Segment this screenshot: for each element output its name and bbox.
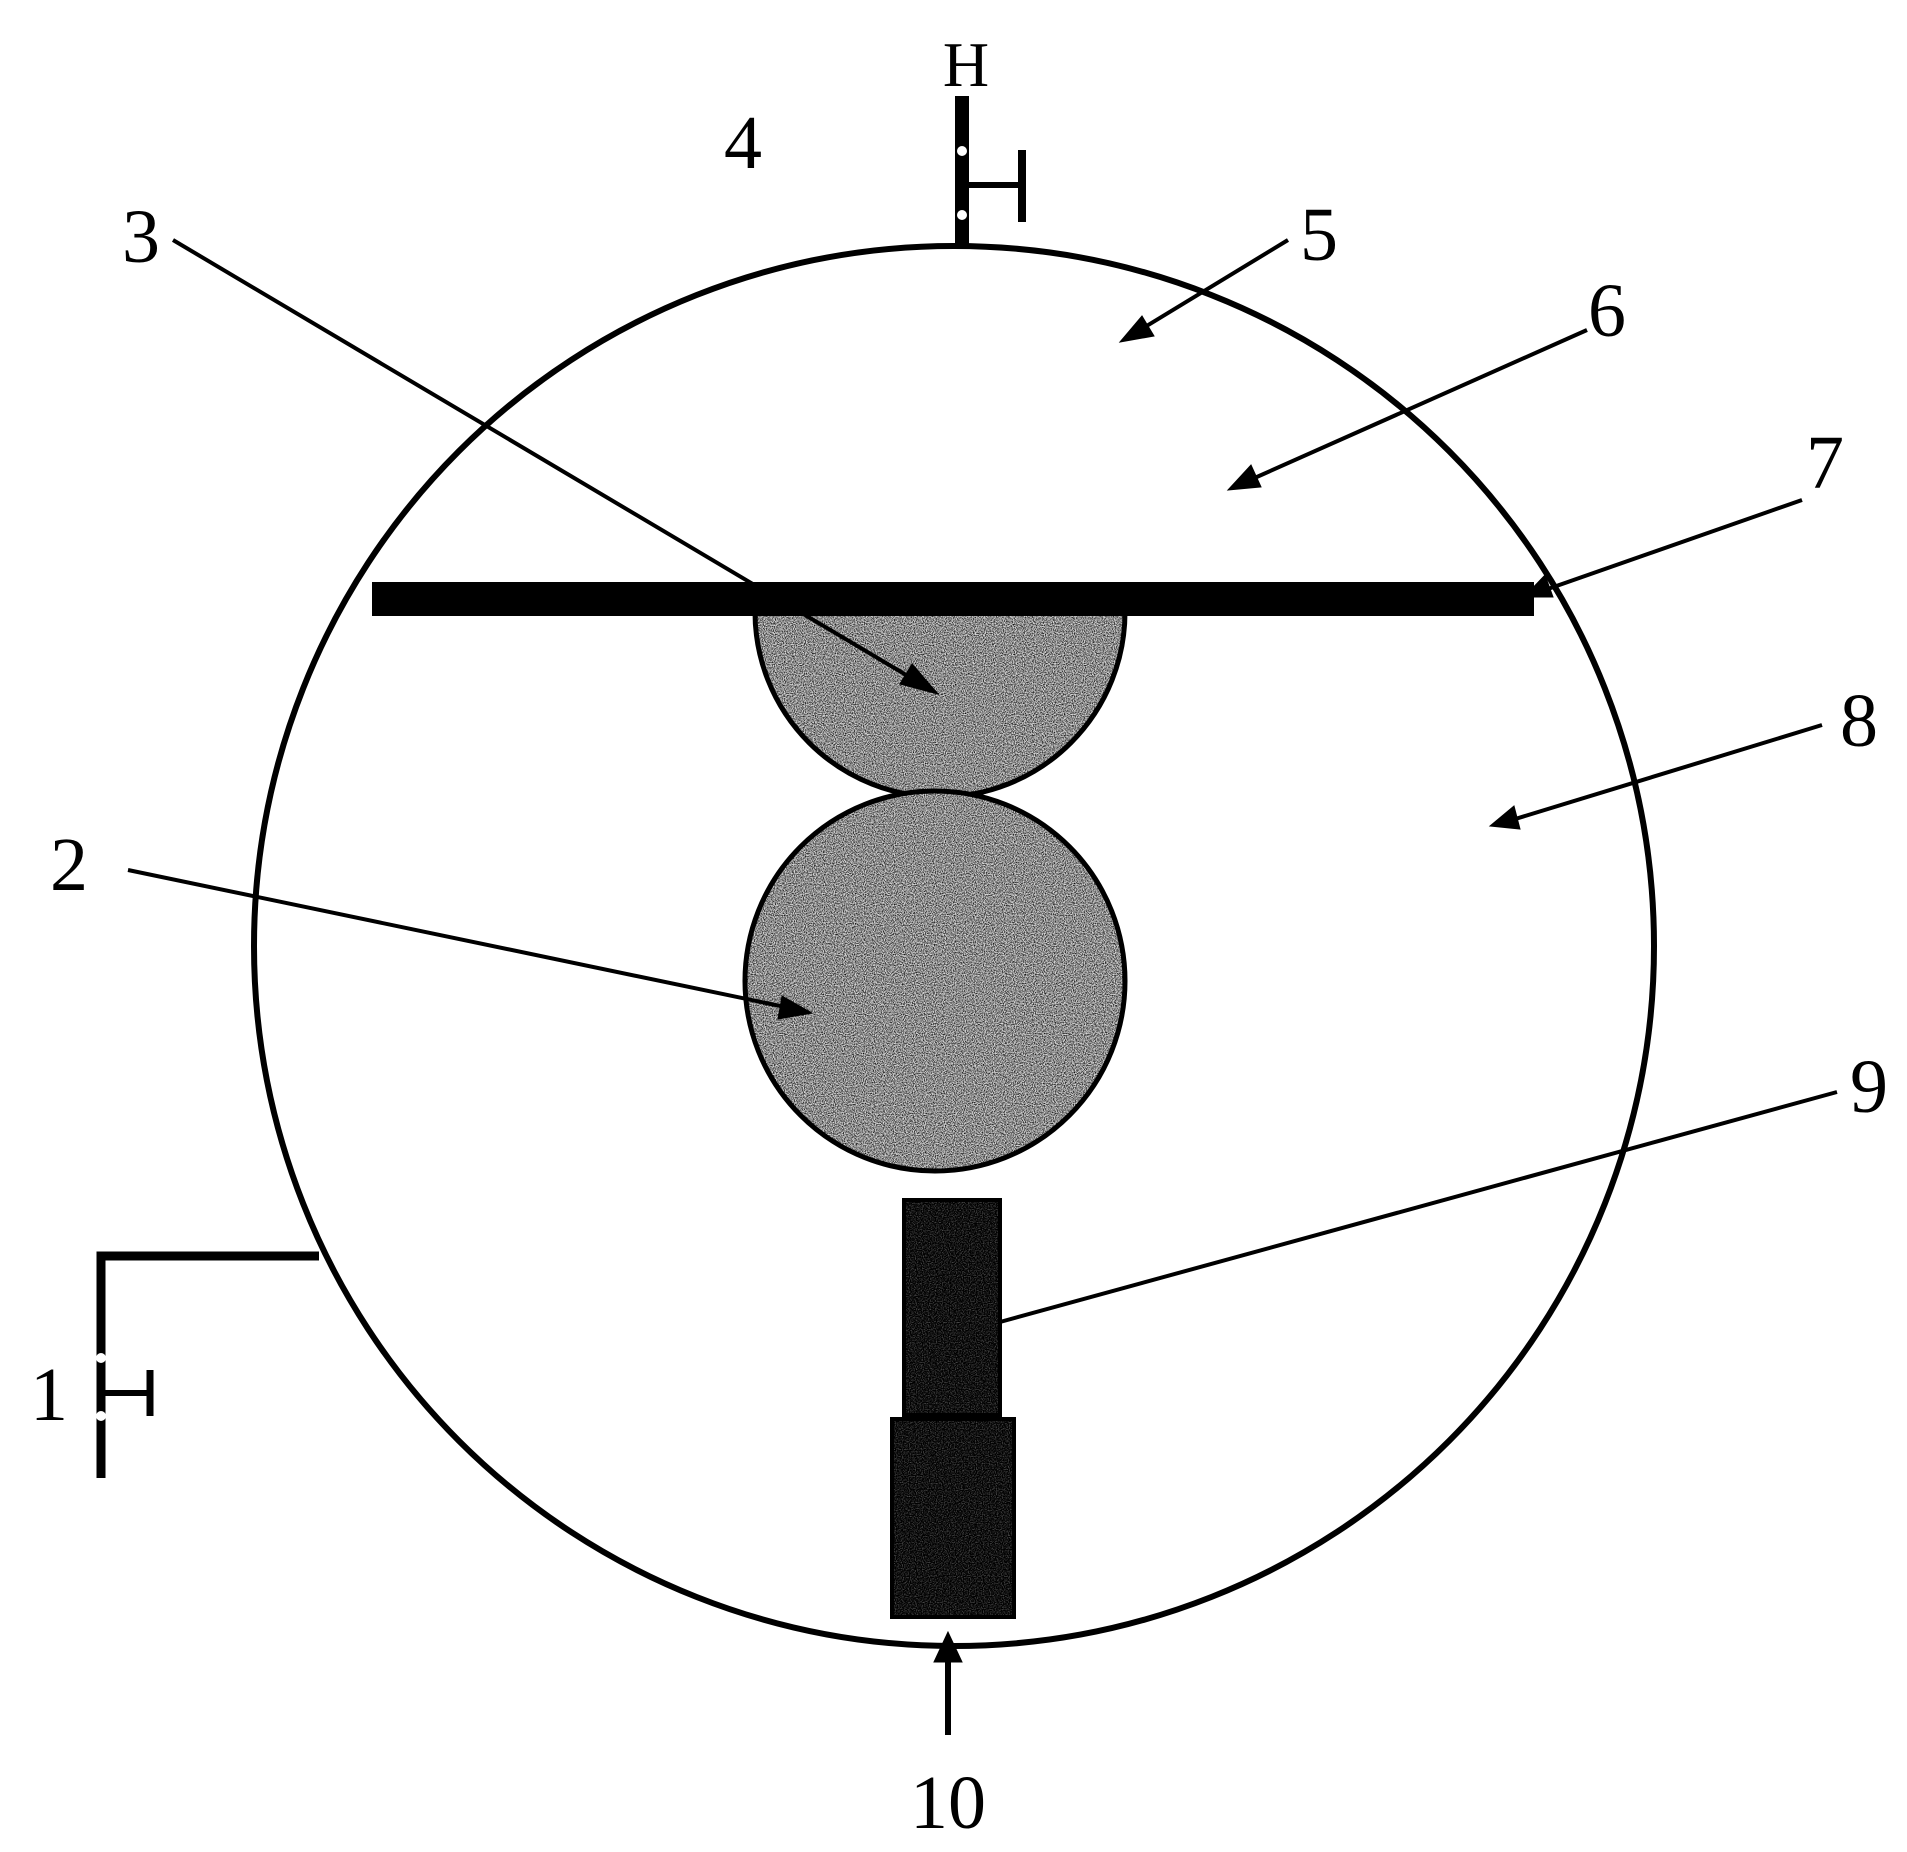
label-3: 3 [122,195,160,279]
support-stem [902,1198,1002,1417]
top-outlet-pipe [955,96,1026,246]
label-6: 6 [1588,269,1626,353]
support-base [890,1417,1016,1619]
label-4: 4 [724,101,762,185]
label-7: 7 [1806,421,1844,505]
label-9: 9 [1850,1045,1888,1129]
horizontal-plate [372,582,1534,616]
leader-lines [127,238,1838,1735]
side-inlet-pipe [96,1251,319,1478]
label-8: 8 [1840,679,1878,763]
lower-sample-ball [742,788,1128,1174]
label-5: 5 [1300,193,1338,277]
label-1: 1 [30,1353,68,1437]
label-10: 10 [910,1761,986,1845]
top-valve-mark: H [943,29,989,100]
label-2: 2 [50,823,88,907]
